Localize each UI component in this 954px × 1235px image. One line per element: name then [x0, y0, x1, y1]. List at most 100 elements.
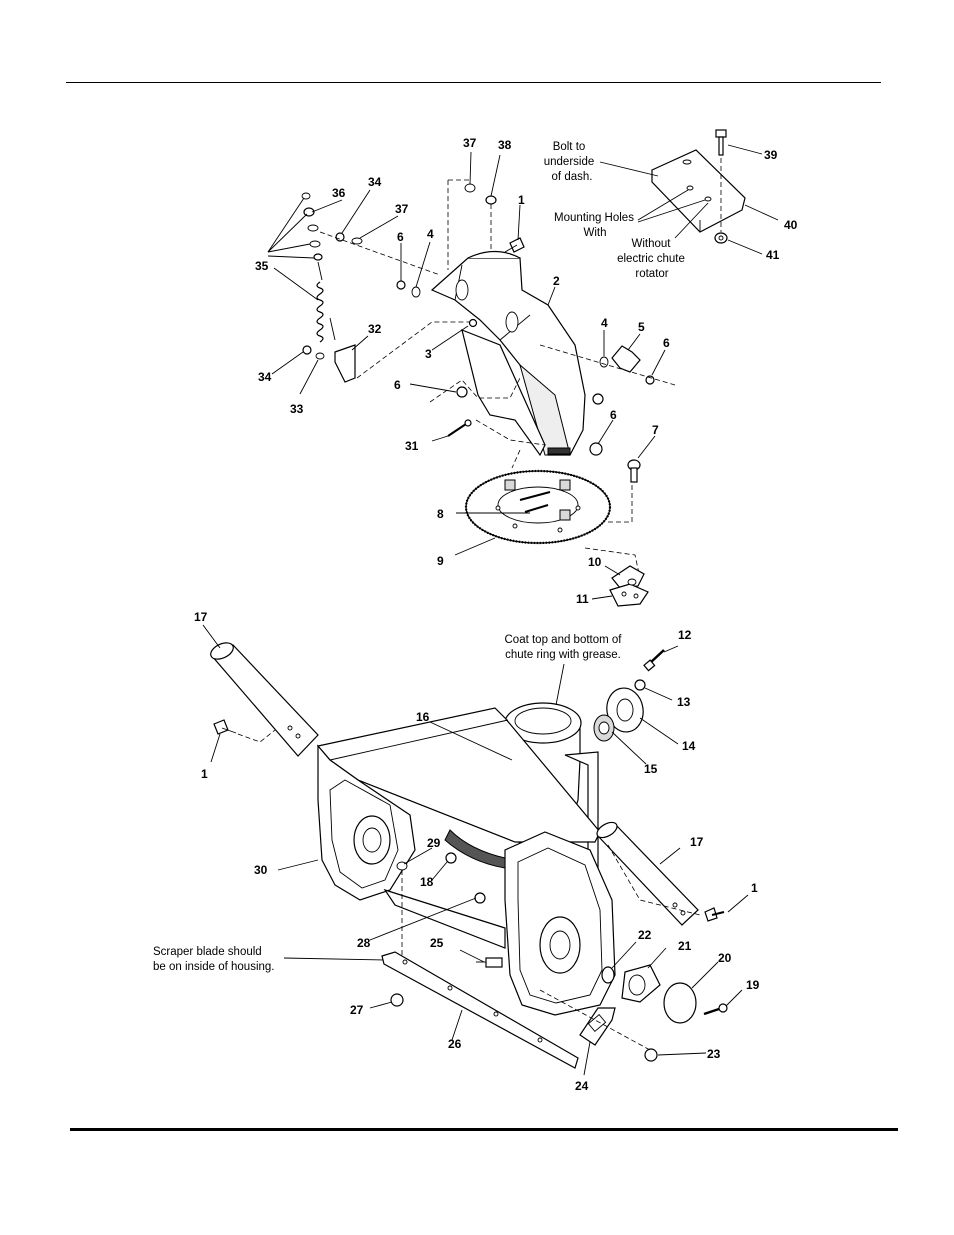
auger-housing — [316, 707, 616, 1016]
bolt-31 — [447, 419, 472, 437]
svg-text:electric chute: electric chute — [617, 253, 685, 265]
keeper-10-11 — [609, 565, 649, 607]
note-without-rotator: Without electric chute rotator — [617, 238, 685, 280]
callout-14: 14 — [682, 739, 696, 753]
header-rule — [66, 82, 881, 83]
callout-5: 5 — [638, 320, 645, 334]
callout-29: 29 — [427, 836, 441, 850]
svg-text:of dash.: of dash. — [552, 171, 593, 183]
spring-assembly — [301, 192, 336, 343]
nut-28 — [474, 892, 486, 904]
callout-34: 34 — [258, 370, 272, 384]
callout-39: 39 — [764, 148, 778, 162]
callout-20: 20 — [718, 951, 732, 965]
svg-text:With: With — [584, 227, 607, 239]
callout-3: 3 — [425, 347, 432, 361]
callout-31: 31 — [405, 439, 419, 453]
nut-6-pivot — [396, 280, 406, 290]
carriage-bolt-25 — [476, 957, 503, 968]
note-grease: Coat top and bottom of chute ring with g… — [505, 634, 623, 661]
callout-28: 28 — [357, 936, 371, 950]
bolt-1-upper — [504, 237, 525, 253]
note-bolt-to-dash: Bolt to underside of dash. — [544, 141, 595, 183]
svg-text:be on inside of housing.: be on inside of housing. — [153, 961, 274, 973]
callout-6: 6 — [397, 230, 404, 244]
washer-4-pivot — [411, 286, 421, 298]
callout-6: 6 — [394, 378, 401, 392]
callout-13: 13 — [677, 695, 691, 709]
callout-15: 15 — [644, 762, 658, 776]
note-mounting-holes: Mounting Holes With — [554, 212, 634, 239]
callout-32: 32 — [368, 322, 382, 336]
callout-37: 37 — [395, 202, 409, 216]
bolt-39 — [715, 129, 727, 156]
washer-33 — [315, 352, 325, 360]
callout-41: 41 — [766, 248, 780, 262]
svg-text:Without: Without — [632, 238, 672, 250]
callout-18: 18 — [420, 875, 434, 889]
callout-7: 7 — [652, 423, 659, 437]
callout-17: 17 — [194, 610, 208, 624]
dash-bracket — [651, 149, 746, 233]
nut-23 — [644, 1048, 658, 1062]
callout-8: 8 — [437, 507, 444, 521]
callout-23: 23 — [707, 1047, 721, 1061]
nut-38 — [485, 195, 497, 205]
svg-text:Coat top and bottom of: Coat top and bottom of — [505, 634, 623, 646]
nut-18 — [445, 852, 457, 864]
nut-27 — [390, 993, 404, 1007]
callout-17: 17 — [690, 835, 704, 849]
bolt-1-right — [704, 907, 725, 922]
callout-1: 1 — [201, 767, 208, 781]
callout-36: 36 — [332, 186, 346, 200]
callout-40: 40 — [784, 218, 798, 232]
footer-rule — [70, 1128, 898, 1131]
callout-25: 25 — [430, 936, 444, 950]
bolt-1-left — [213, 719, 237, 735]
washer-13 — [634, 679, 646, 691]
svg-text:underside: underside — [544, 156, 595, 168]
callout-9: 9 — [437, 554, 444, 568]
nut-41 — [714, 232, 728, 244]
callout-33: 33 — [290, 402, 304, 416]
callout-26: 26 — [448, 1037, 462, 1051]
bracket-32 — [334, 344, 356, 383]
bearing-housing-21 — [621, 964, 661, 1003]
note-scraper-blade: Scraper blade should be on inside of hou… — [153, 946, 274, 973]
callout-27: 27 — [350, 1003, 364, 1017]
callout-10: 10 — [588, 555, 602, 569]
callout-11: 11 — [576, 592, 589, 606]
nut-6-lower-right-b — [589, 442, 603, 456]
callout-22: 22 — [638, 928, 652, 942]
washer-4-right — [599, 356, 609, 368]
callout-38: 38 — [498, 138, 512, 152]
callout-37: 37 — [463, 136, 477, 150]
callout-16: 16 — [416, 710, 430, 724]
bearing-15 — [593, 714, 615, 742]
bolt-7 — [627, 459, 641, 483]
washer-37 — [464, 183, 476, 193]
spout-extension-17-left — [210, 642, 319, 757]
callout-21: 21 — [678, 939, 692, 953]
discharge-chute — [430, 250, 586, 456]
nut-6-lower-right-a — [592, 393, 604, 405]
bolt-19 — [703, 1003, 728, 1016]
callout-labels: 37 38 1 39 40 41 36 34 37 6 4 35 2 32 3 … — [194, 136, 798, 1093]
callout-30: 30 — [254, 863, 268, 877]
bolt-12 — [643, 649, 665, 672]
chute-ring — [464, 469, 612, 545]
callout-12: 12 — [678, 628, 692, 642]
cover-plate-20 — [663, 982, 697, 1024]
spacer-22 — [601, 966, 615, 984]
svg-text:chute ring with grease.: chute ring with grease. — [505, 649, 621, 661]
svg-text:Scraper blade should: Scraper blade should — [153, 946, 262, 958]
callout-24: 24 — [575, 1079, 589, 1093]
callout-34: 34 — [368, 175, 382, 189]
callout-1: 1 — [751, 881, 758, 895]
callout-6: 6 — [663, 336, 670, 350]
callout-35: 35 — [255, 259, 269, 273]
callout-4: 4 — [427, 227, 434, 241]
svg-text:Bolt to: Bolt to — [553, 141, 586, 153]
spout-extension-17-right — [596, 821, 699, 926]
